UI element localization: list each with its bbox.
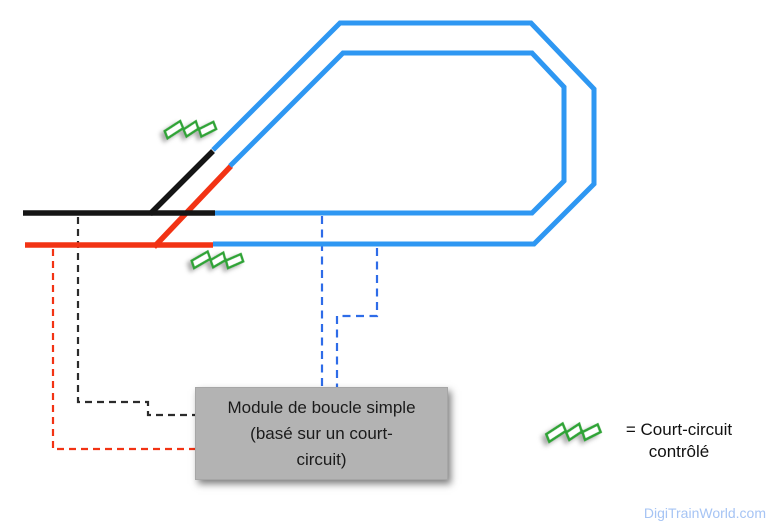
module-box-line2: (basé sur un court- (250, 423, 393, 443)
lightning-bolt-icon (161, 109, 219, 151)
wire-blue-dashed-outer (335, 248, 379, 387)
wire-red-dashed (51, 249, 196, 451)
short-circuit-icon-branch (161, 109, 219, 151)
legend-line1: = Court-circuit (625, 420, 733, 439)
watermark: DigiTrainWorld.com (643, 505, 766, 521)
short-circuit-icon-legend (543, 411, 604, 455)
loop-inner-rail (215, 50, 567, 216)
branch-red-rail (152, 164, 233, 249)
legend-line2: contrôlé (648, 442, 710, 461)
branch-black-rail (148, 149, 215, 216)
legend: = Court-circuit contrôlé (595, 419, 763, 463)
module-box-line3: circuit) (296, 449, 347, 469)
loop-outer-rail (211, 20, 597, 247)
module-box: Module de boucle simple (basé sur un cou… (195, 387, 448, 480)
lightning-bolt-icon (543, 411, 604, 455)
wire-black-dashed (76, 217, 196, 417)
module-box-line1: Module de boucle simple (227, 397, 416, 417)
